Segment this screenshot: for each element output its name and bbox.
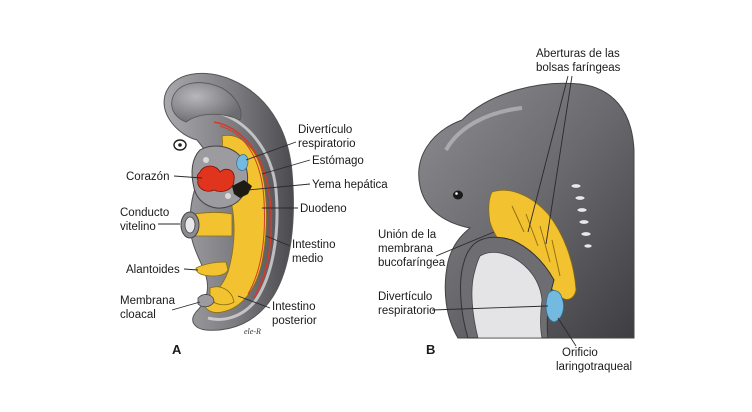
- pharyngeal-pouch-openings: [570, 183, 593, 249]
- panel-letter-b: B: [426, 342, 435, 357]
- panel-a-labels: Divertículo respiratorio Estómago Yema h…: [120, 124, 388, 357]
- panel-b: [418, 82, 635, 339]
- label-conducto-2: vitelino: [120, 221, 156, 233]
- label-diverticulo-b-1: Divertículo: [378, 291, 432, 303]
- label-alantoides: Alantoides: [126, 264, 180, 276]
- liver-bud: [232, 180, 252, 198]
- panel-letter-a: A: [172, 342, 182, 357]
- label-membrana-cloacal-1: Membrana: [120, 295, 176, 307]
- label-aberturas-2: bolsas faríngeas: [536, 62, 621, 74]
- label-yema-hepatica: Yema hepática: [312, 179, 388, 191]
- label-orificio-2: laringotraqueal: [556, 361, 632, 373]
- panel-b-labels: Aberturas de las bolsas faríngeas Unión …: [378, 48, 632, 373]
- label-intestino-posterior-2: posterior: [272, 315, 317, 327]
- label-intestino-medio-2: medio: [292, 253, 323, 265]
- embryo-a-head: [171, 82, 242, 123]
- label-union-3: bucofaríngea: [378, 257, 446, 269]
- vitelline-duct: [193, 212, 233, 237]
- label-duodeno: Duodeno: [300, 203, 347, 215]
- respiratory-diverticulum-b: [545, 290, 564, 323]
- label-diverticulo-a-2: respiratorio: [298, 138, 356, 150]
- label-orificio-1: Orificio: [562, 347, 598, 359]
- label-conducto-1: Conducto: [120, 207, 169, 219]
- label-diverticulo-a-1: Divertículo: [298, 124, 352, 136]
- label-estomago: Estómago: [312, 155, 364, 167]
- label-corazon: Corazón: [126, 171, 169, 183]
- label-intestino-medio-1: Intestino: [292, 239, 335, 251]
- panel-a: ele-R: [163, 72, 294, 336]
- label-diverticulo-b-2: respiratorio: [378, 305, 436, 317]
- respiratory-diverticulum-a: [236, 154, 249, 171]
- label-union-2: membrana: [378, 243, 434, 255]
- label-aberturas-1: Aberturas de las: [536, 48, 620, 60]
- allantois: [195, 261, 229, 277]
- signature-a: ele-R: [244, 327, 261, 336]
- heart: [196, 165, 235, 192]
- label-union-1: Unión de la: [378, 229, 437, 241]
- label-membrana-cloacal-2: cloacal: [120, 309, 156, 321]
- label-intestino-posterior-1: Intestino: [272, 301, 315, 313]
